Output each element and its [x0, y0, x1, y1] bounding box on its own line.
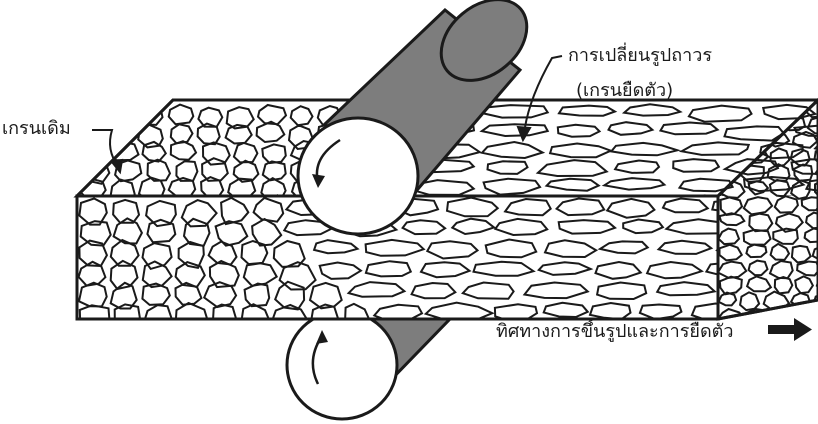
grain: [801, 309, 818, 325]
grain: [83, 142, 104, 162]
grain: [82, 105, 106, 125]
elongated-grain-label: (เกรนยืดตัว): [576, 82, 673, 100]
grain: [110, 126, 132, 142]
original-grain-label: เกรนเดิม: [2, 120, 71, 138]
rolling-direction-label: ทิศทางการขึ้นรูปและการยืดตัว: [496, 323, 733, 341]
right-arrow-icon: [768, 318, 812, 341]
lower-roller-end-face: [287, 311, 397, 419]
grain: [112, 107, 133, 128]
permanent-deformation-label: การเปลี่ยนรูปถาวร: [568, 47, 712, 65]
grain: [83, 125, 106, 149]
